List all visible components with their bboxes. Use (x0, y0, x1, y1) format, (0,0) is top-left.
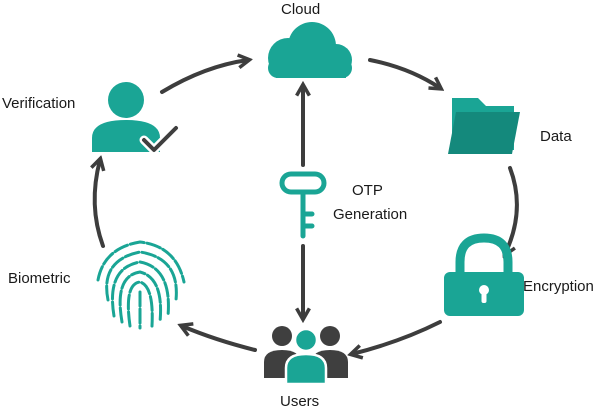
label-verification: Verification (2, 95, 76, 112)
arrow-biometric-to-verification (95, 160, 103, 248)
arrow-encryption-to-users (352, 320, 442, 354)
label-users: Users (280, 393, 320, 410)
user-check-icon (92, 82, 181, 155)
key-icon (279, 171, 327, 239)
label-biometric: Biometric (8, 270, 71, 287)
cloud-icon (268, 22, 352, 78)
label-cloud: Cloud (281, 1, 321, 18)
label-encryption: Encryption (523, 278, 594, 295)
fingerprint-icon (96, 240, 186, 330)
arrow-users-to-biometric (182, 326, 257, 352)
arrow-cloud-to-data (368, 58, 440, 88)
label-otp-line1: OTP (352, 182, 383, 199)
arrow-verification-to-cloud (160, 60, 248, 94)
label-otp-line2: Generation (333, 206, 408, 223)
arrow-data-to-encryption (505, 166, 519, 254)
padlock-icon (444, 233, 524, 316)
folder-icon (448, 98, 520, 154)
users-group-icon (264, 326, 348, 386)
label-data: Data (540, 128, 572, 145)
